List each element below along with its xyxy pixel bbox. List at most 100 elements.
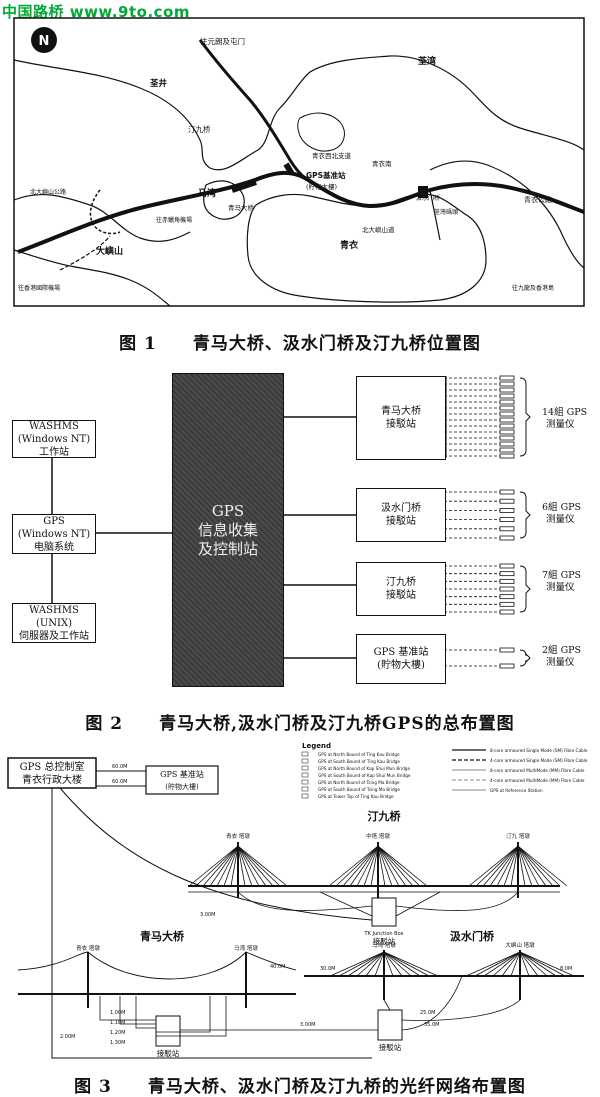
gps-receiver-icon [500,454,514,458]
label-top-road: 往元朗及屯门 [200,36,245,46]
distance-label: 30.0M [320,966,335,972]
gps-receiver-icon [500,424,514,428]
gps-receiver-icon [500,602,514,606]
gps-receiver-icon [500,664,514,668]
legend-item-text: GPS at South Bound of Kap Shui Mun Bridg… [318,773,411,778]
distance-label: 1.10M [110,1020,125,1026]
distance-label: 1.00M [110,1010,125,1016]
label-pier: 荃灣碼頭 [434,208,458,216]
gps-receiver-icon [500,400,514,404]
count-line: 测量仪 [542,582,581,594]
gps-computer-box: GPS (Windows NT) 电脑系统 [12,514,96,554]
legend-marker [302,759,308,763]
label-left-road: 北大嶼山公路 [30,188,66,196]
brace-icon [520,492,530,538]
label-tsing-yi-north: 青衣南 [372,159,392,168]
stay-cable [378,846,406,886]
legend-list: GPS at North Bound of Ting Kau BridgeGPS… [302,752,411,799]
stay-cable [466,952,520,976]
gps-receiver-icon [500,436,514,440]
legend-marker [302,780,308,784]
fibre-network-svg: GPS 总控制室 青衣行政大楼 GPS 基准站 (貯物大樓) 60.0M 60.… [0,738,600,1060]
gps-receiver-icon [500,564,514,568]
distance-label: 60.0M [112,764,127,770]
cable-legend-text: 8-core armoured Single Mode (SM) Fibre C… [490,748,588,753]
label-gps-station-sub: (貯物大樓) [306,182,337,191]
box-line: 接駁站 [386,515,416,528]
box-line: 汲水门桥 [381,502,421,515]
legend-item-text: GPS at South Bound of Tsing Ma Bridge [318,787,400,792]
brace-icon [520,566,530,612]
gps-receiver-icon [500,376,514,380]
label-east: 北大嶼山道 [362,225,395,234]
fibre-feed [136,996,156,1028]
legend-marker [302,752,308,756]
gps-receiver-icon [500,572,514,576]
count-kap-shui-mun: 6組 GPS 测量仪 [542,502,581,526]
brace-icon [520,650,530,666]
legend-item-text: GPS at South Bound of Ting Kau Bridge [318,759,400,764]
distance-label: 1.20M [110,1030,125,1036]
gps-receiver-icon [500,394,514,398]
stay-cable [520,952,574,976]
count-base-station: 2組 GPS 测量仪 [542,645,581,669]
figure-3-caption: 图 3 青马大桥、汲水门桥及汀九桥的光纤网络布置图 [0,1072,600,1097]
legend-marker [302,794,308,798]
washms-unix-box: WASHMS (UNIX) 伺服器及工作站 [12,603,96,643]
gps-receiver-icon [500,388,514,392]
figure-1-map: N 往元朗及屯门 荃井 荃湾 汀九桥 青衣西北支道 GPS基准站 (貯物大樓) … [0,0,600,320]
distance-label: 60.0M [112,779,127,785]
tm-tower-label: 青衣 塔墩 [76,944,100,952]
count-line: 2組 GPS [542,645,581,657]
legend-marker [302,766,308,770]
distance-label: 35.0M [424,1022,439,1028]
center-line: 信息收集 [173,521,283,540]
distance-label: 40.0M [270,964,285,970]
box-line: 工作站 [39,446,69,459]
legend-item-text: GPS at North Bound of Ting Kau Bridge [318,752,400,757]
count-line: 6組 GPS [542,502,581,514]
stay-cable [384,952,438,976]
legend-item-text: GPS at North Bound of Tsing Ma Bridge [318,780,400,785]
gps-receiver-icon [500,587,514,591]
cable-legend-text: 8-core armoured MultiMode (MM) Fibre Cab… [490,768,585,773]
stay-cable [520,952,556,976]
distance-label: 25.0M [420,1010,435,1016]
gps-receiver-icon [500,418,514,422]
legend-item-text: GPS at Tower Top of Ting Kau Bridge [318,794,394,799]
tm-tower-label: 马湾 塔墩 [234,944,258,952]
box-line: (Windows NT) [18,433,90,446]
ting-kau-title: 汀九桥 [368,809,402,823]
tsing-ma-junction-box: 青马大桥 接駁站 [356,376,446,460]
gps-receiver-icon [500,595,514,599]
box-line: GPS 基准站 [374,646,429,659]
label-kap-shui-mun: 汲水门桥 [416,194,440,202]
label-gps-station: GPS基准站 [306,170,346,180]
cable-legend-text: 4-core armoured MultiMode (MM) Fibre Cab… [490,778,585,783]
distance-label: 3.00M [200,912,215,918]
cable-legend-text: GPS at Reference Station [490,788,543,793]
gps-receiver-icon [500,508,514,512]
gps-receiver-icon [500,412,514,416]
ksm-junction-label: 接駁站 [379,1042,402,1052]
stay-cable [384,952,420,976]
distance-label: 2.00M [60,1034,75,1040]
box-line: 伺服器及工作站 [19,630,89,643]
box-line: WASHMS [29,420,79,433]
ksm-tower-label: 大嶼山 塔墩 [505,941,535,949]
center-line: GPS [173,502,283,521]
gps-receiver-icon [500,382,514,386]
box-line: (Windows NT) [18,528,90,541]
gps-receiver-icon [500,430,514,434]
label-airport: 往赤鱲角機場 [156,216,192,224]
base-station-line1: GPS 基准站 [160,769,204,779]
gps-receiver-icon [500,648,514,652]
gps-base-station-box: GPS 基准站 (貯物大樓) [356,634,446,684]
gps-receiver-icon [500,518,514,522]
tm-junction-label: 接駁站 [157,1048,180,1058]
count-line: 14組 GPS [542,407,587,419]
label-ma-wan: 马湾 [198,187,216,199]
legend-marker [302,787,308,791]
stay-cable [490,846,518,886]
figure-2-caption: 图 2 青马大桥,汲水门桥及汀九桥GPS的总布置图 [0,709,600,734]
